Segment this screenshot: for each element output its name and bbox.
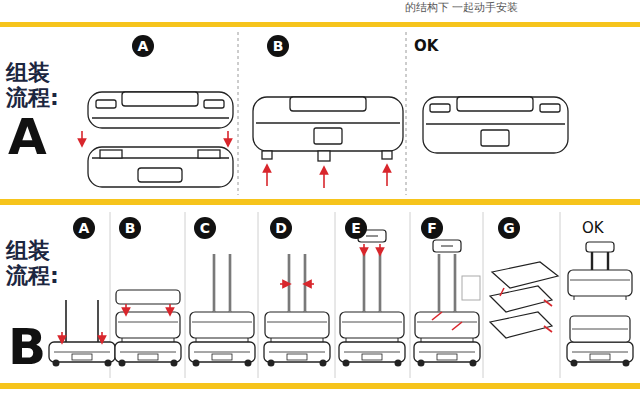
step-circle: D: [270, 217, 292, 239]
step-letter: B: [125, 221, 136, 235]
step-circle: B: [119, 217, 141, 239]
drawer-exploded: [490, 262, 558, 338]
process-title: 组装 流程:: [6, 60, 68, 111]
trolley-step-d: [264, 254, 330, 367]
step-letter: D: [275, 221, 287, 235]
ok-label: OK: [582, 219, 604, 237]
step-circle: A: [73, 217, 95, 239]
step-circle: G: [498, 217, 520, 239]
step-circle: F: [421, 217, 443, 239]
step-circle: E: [345, 217, 367, 239]
red-arrow: [267, 168, 387, 188]
step-letter: A: [138, 39, 149, 53]
trolley-step-e: [339, 230, 405, 367]
trolley-step-c: [189, 254, 255, 367]
case-base: [88, 147, 233, 187]
step-letter: G: [503, 221, 515, 235]
step-letter: C: [200, 221, 210, 235]
step-circle: C: [194, 217, 216, 239]
trolley-step-b: [115, 290, 181, 367]
step-circle: A: [132, 35, 154, 57]
trolley-step-f: [414, 240, 480, 367]
step-letter: B: [273, 39, 284, 53]
trolley-step-a: [49, 300, 115, 367]
step-circle: B: [267, 35, 289, 57]
process-letter: A: [8, 112, 47, 162]
step-letter: A: [79, 221, 90, 235]
step-letter: E: [351, 221, 361, 235]
closed-case: [253, 97, 403, 161]
yellow-band: [0, 22, 640, 389]
finished-case: [423, 97, 568, 153]
trolley-finished: [567, 242, 633, 367]
panel-divider: [238, 32, 406, 195]
process-title: 组装 流程:: [6, 238, 68, 289]
panel-divider: [110, 212, 560, 378]
process-letter: B: [8, 322, 46, 372]
step-letter: F: [427, 221, 437, 235]
header-note: 的结构下 一起动手安装: [405, 1, 519, 14]
case-lid: [88, 92, 233, 128]
ok-label: OK: [414, 37, 438, 55]
red-arrow: [82, 131, 228, 143]
